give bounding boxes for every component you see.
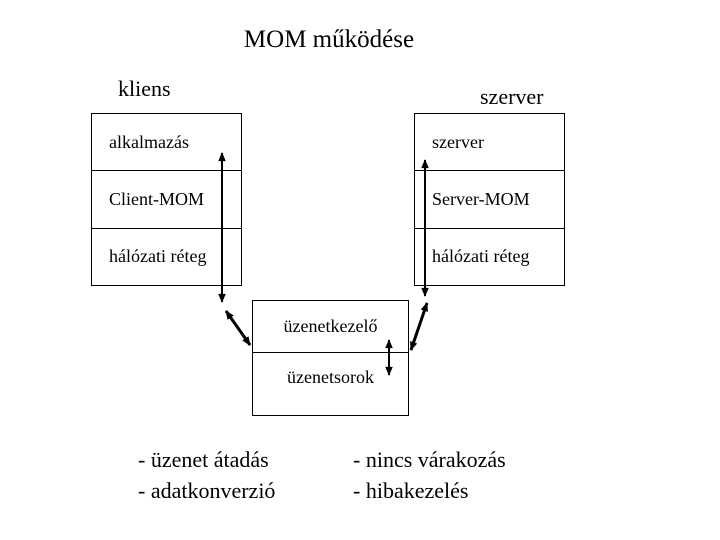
client-to-handler-arrow xyxy=(224,310,252,346)
server-stack: szerver Server-MOM hálózati réteg xyxy=(414,113,565,286)
client-header: kliens xyxy=(118,76,171,101)
server-to-handler-arrow xyxy=(409,302,429,351)
note-line: - nincs várakozás xyxy=(353,447,506,472)
message-queues-box: üzenetsorok xyxy=(253,352,408,415)
server-header: szerver xyxy=(480,84,544,109)
server-stack-row-server: szerver xyxy=(432,131,484,152)
note-line: - üzenet átadás xyxy=(138,447,269,472)
notes-left: - üzenet átadás - adatkonverzió xyxy=(138,444,275,506)
slide-title: MOM működése xyxy=(243,26,415,53)
notes-right: - nincs várakozás - hibakezelés xyxy=(353,444,506,506)
client-stack-row-client-mom: Client-MOM xyxy=(92,170,241,227)
client-stack: alkalmazás Client-MOM hálózati réteg xyxy=(91,113,242,286)
note-line: - adatkonverzió xyxy=(138,478,276,503)
message-handler-stack: üzenetkezelő üzenetsorok xyxy=(252,300,409,416)
message-handler-box: üzenetkezelő xyxy=(283,316,378,336)
server-stack-row-server-mom: Server-MOM xyxy=(415,170,564,227)
client-stack-row-application: alkalmazás xyxy=(109,131,189,152)
note-line: - hibakezelés xyxy=(353,478,469,503)
server-stack-row-network-layer: hálózati réteg xyxy=(415,227,564,285)
client-stack-row-network-layer: hálózati réteg xyxy=(92,227,241,285)
